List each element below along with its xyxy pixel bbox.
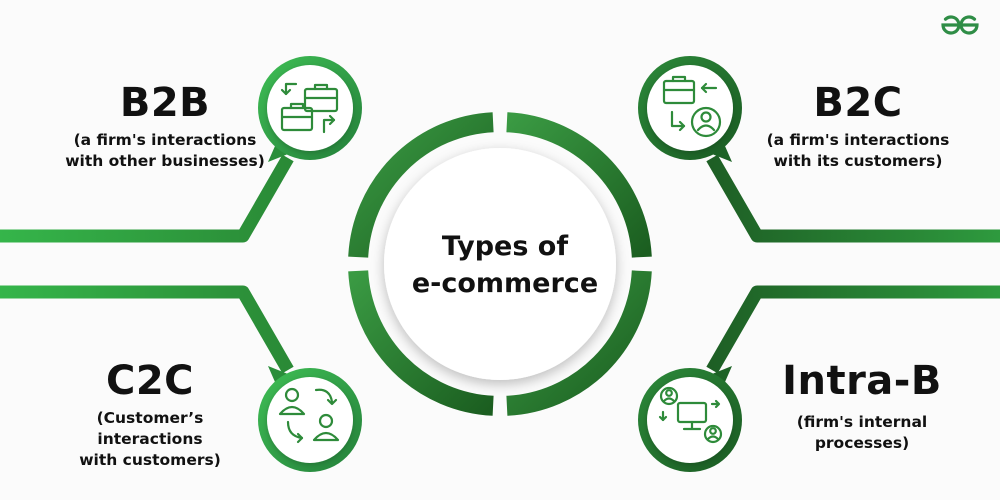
center-title: Types of e-commerce bbox=[385, 228, 625, 302]
center-title-line2: e-commerce bbox=[411, 268, 599, 299]
connector-intra-b bbox=[706, 285, 1000, 374]
type-desc-line3: with customers) bbox=[79, 451, 221, 469]
bubble-intra-b bbox=[638, 366, 742, 472]
type-desc-line2: interactions bbox=[97, 430, 203, 448]
computer-users-icon bbox=[658, 386, 723, 444]
type-b2c: B2C (a firm's interactions with its cust… bbox=[723, 80, 993, 172]
type-c2c: C2C (Customer’s interactions with custom… bbox=[40, 358, 260, 471]
type-title: B2C bbox=[813, 80, 903, 126]
connector-c2c bbox=[0, 285, 294, 374]
center-title-line1: Types of bbox=[441, 231, 569, 262]
briefcase-customer-icon bbox=[662, 75, 722, 138]
type-title: C2C bbox=[105, 358, 195, 404]
center-disc bbox=[384, 148, 616, 380]
type-desc-line1: (a firm's interactions bbox=[766, 131, 950, 149]
type-title: B2B bbox=[119, 80, 211, 126]
center-ring bbox=[348, 112, 652, 416]
bubble-c2c bbox=[258, 366, 362, 472]
type-desc-line2: with other businesses) bbox=[65, 152, 265, 170]
type-desc-line2: with its customers) bbox=[773, 152, 943, 170]
type-desc-line2: processes) bbox=[814, 434, 910, 452]
connector-b2b bbox=[0, 154, 294, 243]
bubble-b2b bbox=[258, 56, 362, 162]
type-desc-line1: (firm's internal bbox=[796, 413, 928, 431]
type-intra-b: Intra-B (firm's internal processes) bbox=[742, 358, 982, 454]
type-title: Intra-B bbox=[782, 358, 942, 404]
connector-b2c bbox=[706, 154, 1000, 243]
briefcase-exchange-icon bbox=[280, 82, 339, 134]
type-desc-line1: (Customer’s bbox=[96, 409, 204, 427]
people-exchange-icon bbox=[278, 387, 340, 444]
connector-lines bbox=[0, 154, 1000, 374]
type-b2b: B2B (a firm's interactions with other bu… bbox=[20, 80, 310, 172]
gfg-logo-icon bbox=[941, 15, 979, 35]
type-desc-line1: (a firm's interactions bbox=[73, 131, 257, 149]
bubble-b2c bbox=[638, 56, 742, 162]
